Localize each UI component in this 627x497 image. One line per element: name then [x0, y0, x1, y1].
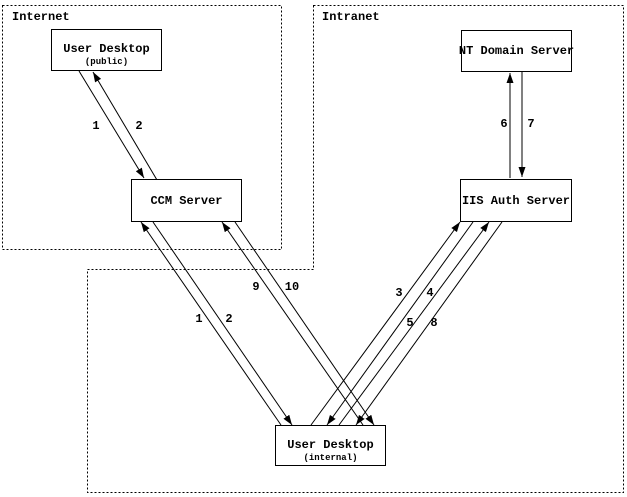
flow-label-2-internal: 2 [225, 312, 233, 326]
flow-label-8: 8 [430, 316, 438, 330]
flow-label-1-public: 1 [92, 119, 100, 133]
node-subtitle: (internal) [303, 453, 358, 463]
node-title: CCM Server [150, 193, 223, 208]
arrow-ccm-to-internal-desktop [152, 221, 293, 426]
node-title: User Desktop [287, 438, 374, 452]
node-iis-auth-server: IIS Auth Server [460, 179, 572, 222]
arrow-public-desktop-to-ccm [78, 70, 145, 179]
flow-label-6: 6 [500, 117, 508, 131]
flow-label-1-internal: 1 [195, 312, 203, 326]
node-ccm-server: CCM Server [131, 179, 242, 222]
intranet-zone-border [87, 5, 624, 493]
node-title: IIS Auth Server [461, 193, 571, 208]
node-title: NT Domain Server [458, 44, 575, 58]
node-user-desktop-public: User Desktop (public) [51, 29, 162, 71]
arrow-internal-desktop-to-ccm [140, 221, 282, 426]
node-title: User Desktop [63, 42, 150, 56]
internet-zone-label: Internet [12, 10, 70, 24]
flow-label-10: 10 [284, 280, 300, 294]
arrow-ccm-to-internal-desktop-alt [234, 221, 375, 426]
flow-label-9: 9 [252, 280, 260, 294]
flow-label-5: 5 [406, 316, 414, 330]
arrow-iis-to-internal-desktop-alt [355, 221, 503, 426]
internet-zone-border [2, 5, 282, 250]
node-subtitle: (public) [84, 57, 129, 67]
arrow-internal-desktop-to-iis [310, 221, 461, 426]
arrow-internal-desktop-to-ccm-alt [221, 221, 364, 426]
node-user-desktop-internal: User Desktop (internal) [275, 425, 386, 466]
flow-label-2-public: 2 [135, 119, 143, 133]
arrow-iis-to-internal-desktop [326, 221, 474, 426]
arrow-internal-desktop-to-iis-alt [338, 221, 490, 426]
node-nt-domain-server: NT Domain Server [458, 30, 575, 72]
flow-label-3: 3 [395, 286, 403, 300]
flow-label-7: 7 [527, 117, 535, 131]
flow-label-4: 4 [426, 286, 434, 300]
intranet-zone-label: Intranet [322, 10, 380, 24]
arrow-ccm-to-public-desktop [92, 71, 158, 181]
